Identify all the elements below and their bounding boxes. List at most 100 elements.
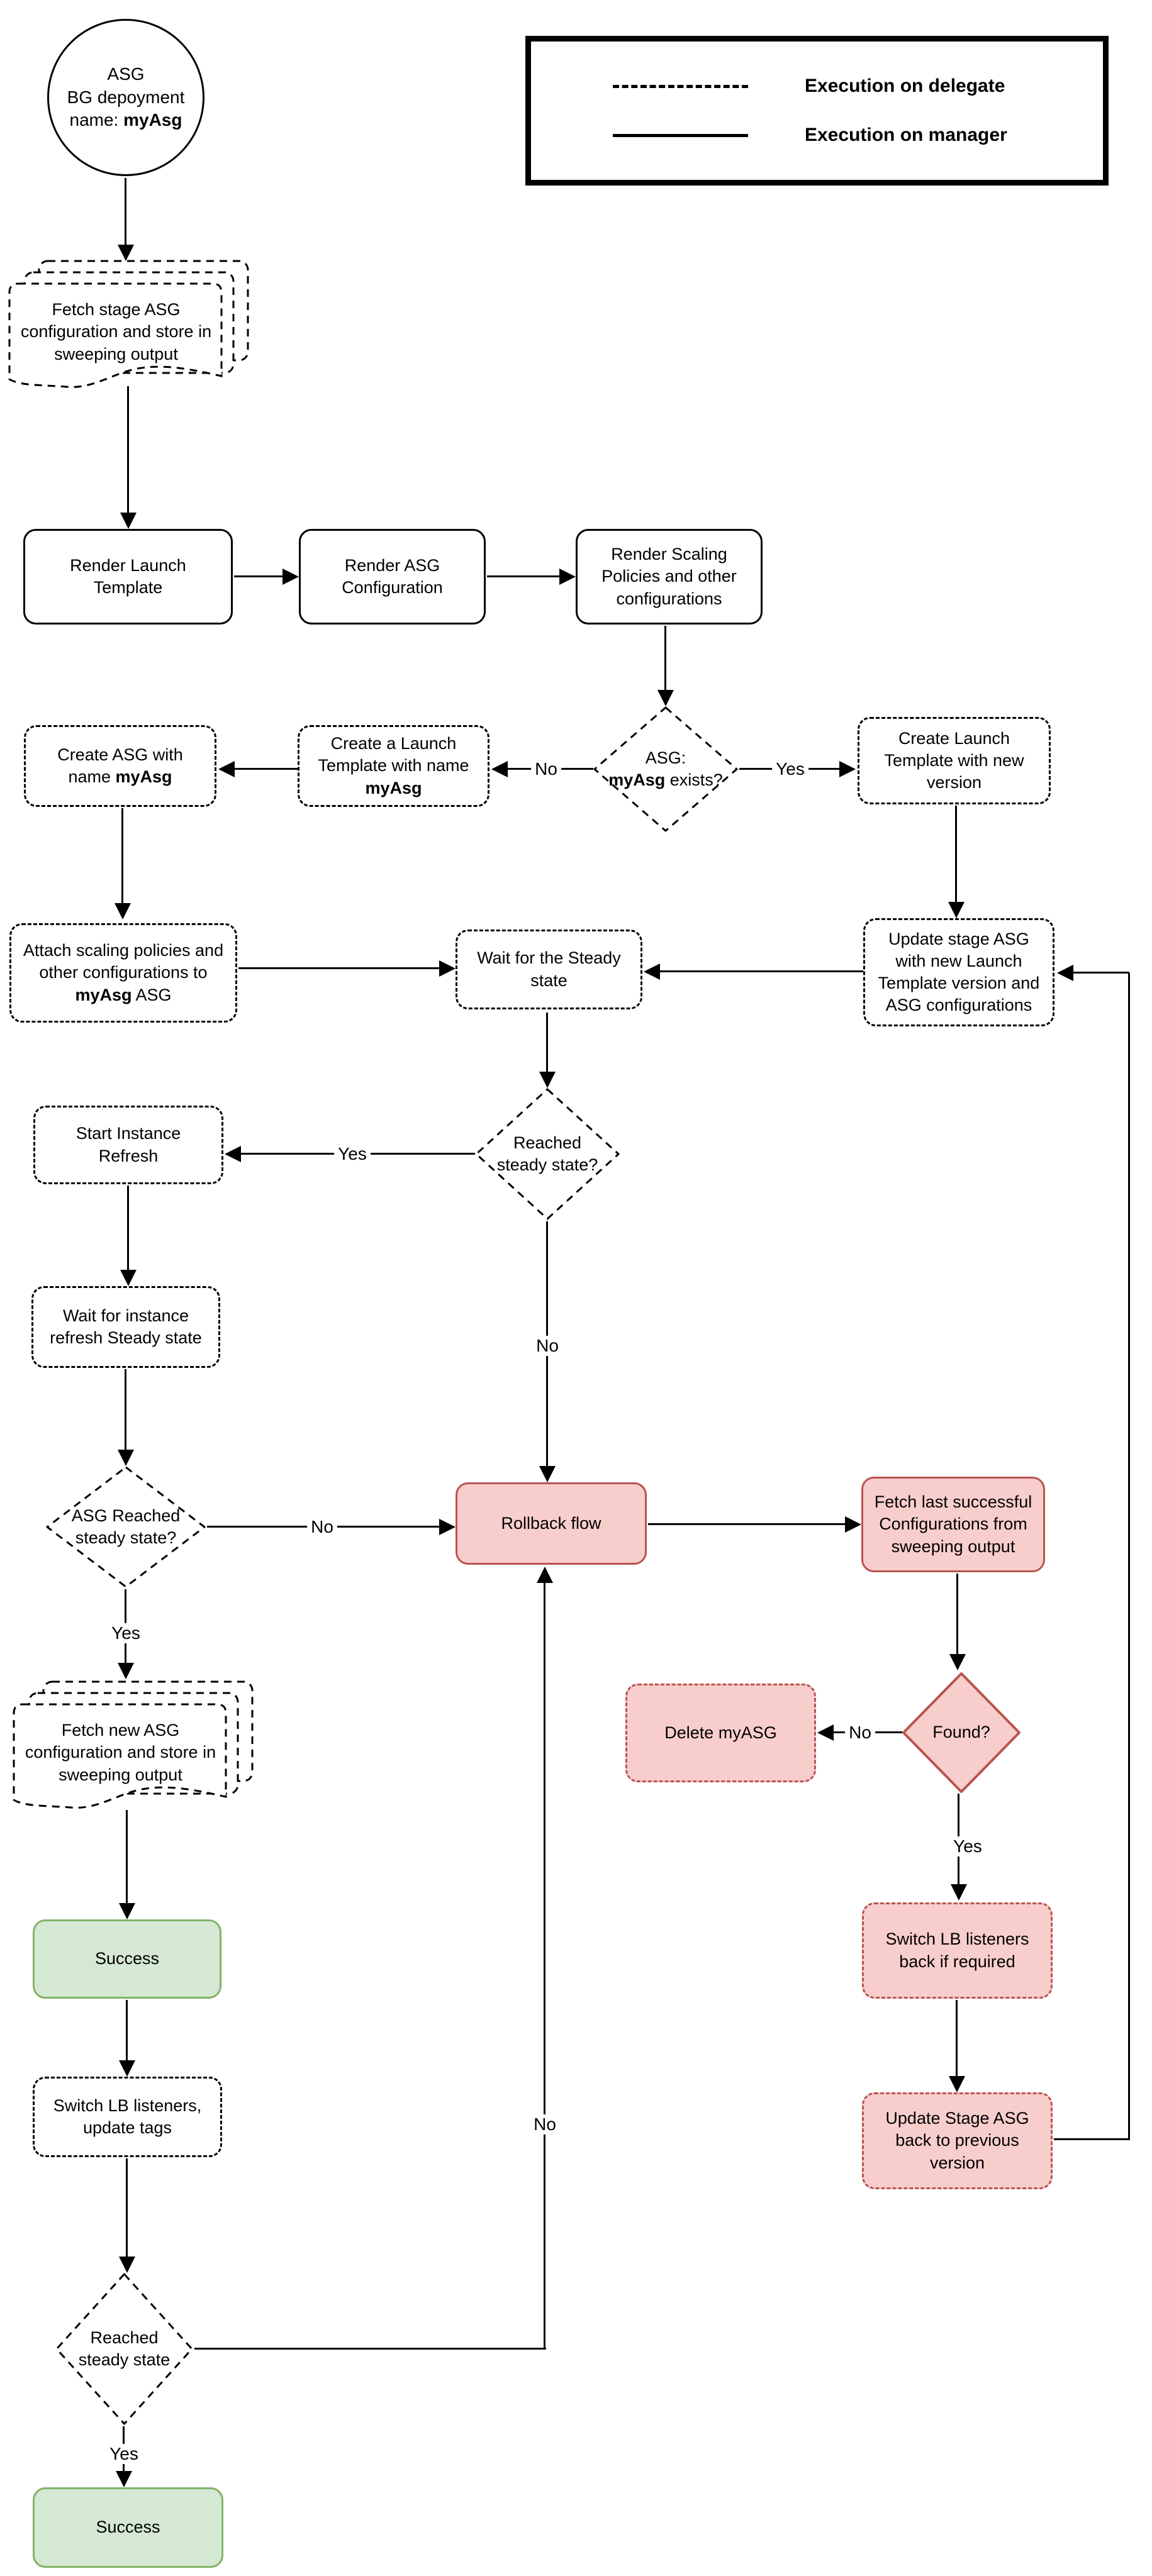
connector xyxy=(1128,973,1130,2140)
decision-reached-steady-bottom-label: Reached steady state xyxy=(78,2328,171,2369)
start-circle: ASG BG depoyment name: myAsg xyxy=(47,19,204,176)
edge-label-yes: Yes xyxy=(949,1836,986,1857)
arrowhead xyxy=(644,963,660,980)
render-asg-configuration-box: Render ASG Configuration xyxy=(299,529,486,625)
arrowhead xyxy=(657,690,674,706)
connector xyxy=(238,967,439,969)
arrowhead xyxy=(559,569,576,585)
render-scaling-policies-box: Render Scaling Policies and other config… xyxy=(576,529,763,625)
arrowhead xyxy=(120,1270,137,1286)
solid-line-sample xyxy=(613,133,748,137)
create-launch-template-new-box: Create Launch Template with new version xyxy=(858,717,1051,804)
fetch-new-config-docs: Fetch new ASG configuration and store in… xyxy=(13,1680,258,1814)
legend-manager-label: Execution on manager xyxy=(805,125,1007,145)
arrowhead xyxy=(539,1466,556,1482)
success-box-1: Success xyxy=(33,1919,221,1999)
arrowhead xyxy=(282,569,299,585)
start-circle-label: ASG BG depoyment name: myAsg xyxy=(67,64,185,130)
connector xyxy=(487,575,559,577)
connector xyxy=(664,626,666,690)
arrowhead xyxy=(839,761,856,777)
wait-instance-refresh-box: Wait for instance refresh Steady state xyxy=(31,1286,220,1368)
dashed-line-sample xyxy=(613,84,748,88)
decision-asg-exists: ASG: myAsg exists? xyxy=(593,706,738,832)
connector xyxy=(1073,972,1129,974)
decision-reached-steady-bottom: Reached steady state xyxy=(55,2273,193,2425)
start-instance-refresh-box: Start Instance Refresh xyxy=(33,1106,223,1184)
arrowhead xyxy=(119,1903,135,1919)
decision-reached-steady-label: Reached steady state? xyxy=(496,1133,598,1174)
legend-row-delegate: Execution on delegate xyxy=(613,75,1103,97)
rollback-flow-box: Rollback flow xyxy=(456,1482,647,1565)
switch-lb-back-box: Switch LB listeners back if required xyxy=(862,1902,1053,1999)
connector xyxy=(546,1013,548,1072)
arrowhead xyxy=(115,903,131,919)
edge-label-no: No xyxy=(530,2114,560,2135)
decision-asg-reached-steady: ASG Reached steady state? xyxy=(46,1466,206,1588)
arrowhead xyxy=(439,960,456,977)
switch-lb-update-tags-box: Switch LB listeners, update tags xyxy=(33,2077,222,2157)
decision-asg-exists-label: ASG: myAsg exists? xyxy=(608,748,723,789)
edge-label-no: No xyxy=(845,1723,875,1743)
connector xyxy=(235,768,298,770)
connector xyxy=(1054,2138,1130,2140)
fetch-stage-config-label: Fetch stage ASG configuration and store … xyxy=(20,300,212,364)
arrowhead xyxy=(116,2471,132,2487)
arrowhead xyxy=(225,1146,241,1162)
arrowhead xyxy=(119,2257,135,2273)
arrowhead xyxy=(949,2076,965,2092)
connector xyxy=(127,386,129,513)
create-asg-myasg-label: Create ASG with name myAsg xyxy=(57,745,183,786)
connector xyxy=(956,2000,958,2076)
diamond-shape xyxy=(46,1466,206,1588)
fetch-stage-config-docs: Fetch stage ASG configuration and store … xyxy=(8,260,254,393)
legend-row-manager: Execution on manager xyxy=(613,125,1103,146)
diamond-shape xyxy=(902,1672,1021,1793)
fetch-last-successful-box: Fetch last successful Configurations fro… xyxy=(861,1477,1045,1572)
render-launch-template-box: Render Launch Template xyxy=(23,529,233,625)
edge-label-no: No xyxy=(531,759,561,779)
fetch-new-config-label: Fetch new ASG configuration and store in… xyxy=(25,1721,216,1784)
connector xyxy=(121,808,123,903)
arrowhead xyxy=(951,1884,967,1901)
connector xyxy=(544,1583,545,2350)
arrowhead xyxy=(120,513,137,529)
edge-label-yes: Yes xyxy=(772,759,808,779)
connector xyxy=(648,1523,845,1525)
arrowhead xyxy=(539,1072,556,1088)
connector xyxy=(127,1185,129,1270)
arrowhead xyxy=(119,2060,135,2077)
edge-label-no: No xyxy=(532,1336,562,1356)
arrowhead xyxy=(118,1663,134,1679)
update-stage-asg-box: Update stage ASG with new Launch Templat… xyxy=(863,918,1054,1026)
arrowhead xyxy=(118,1450,134,1466)
legend-box: Execution on delegate Execution on manag… xyxy=(525,36,1109,186)
legend-delegate-label: Execution on delegate xyxy=(805,75,1005,96)
decision-reached-steady-state: Reached steady state? xyxy=(475,1088,620,1220)
connector xyxy=(956,1574,958,1654)
edge-label-yes: Yes xyxy=(108,1623,144,1643)
arrowhead xyxy=(218,761,235,777)
arrowhead xyxy=(948,902,965,918)
arrowhead xyxy=(949,1654,966,1670)
attach-scaling-policies-box: Attach scaling policies and other config… xyxy=(9,923,237,1023)
update-stage-back-box: Update Stage ASG back to previous versio… xyxy=(862,2092,1053,2189)
arrowhead xyxy=(491,761,508,777)
arrowhead xyxy=(845,1516,861,1533)
create-asg-myasg-box: Create ASG with name myAsg xyxy=(24,725,216,807)
edge-label-yes: Yes xyxy=(334,1144,371,1164)
success-box-2: Success xyxy=(33,2487,223,2568)
connector xyxy=(126,1810,128,1903)
multi-document-shape xyxy=(8,260,249,388)
connector xyxy=(194,2348,546,2350)
connector xyxy=(125,178,126,245)
edge-label-no: No xyxy=(307,1517,337,1537)
attach-scaling-policies-label: Attach scaling policies and other config… xyxy=(23,941,224,1004)
arrowhead xyxy=(537,1567,553,1583)
edge-label-yes: Yes xyxy=(106,2444,142,2464)
arrowhead xyxy=(118,245,134,261)
connector xyxy=(234,575,282,577)
decision-found: Found? xyxy=(902,1672,1021,1793)
arrowhead xyxy=(1057,965,1073,981)
